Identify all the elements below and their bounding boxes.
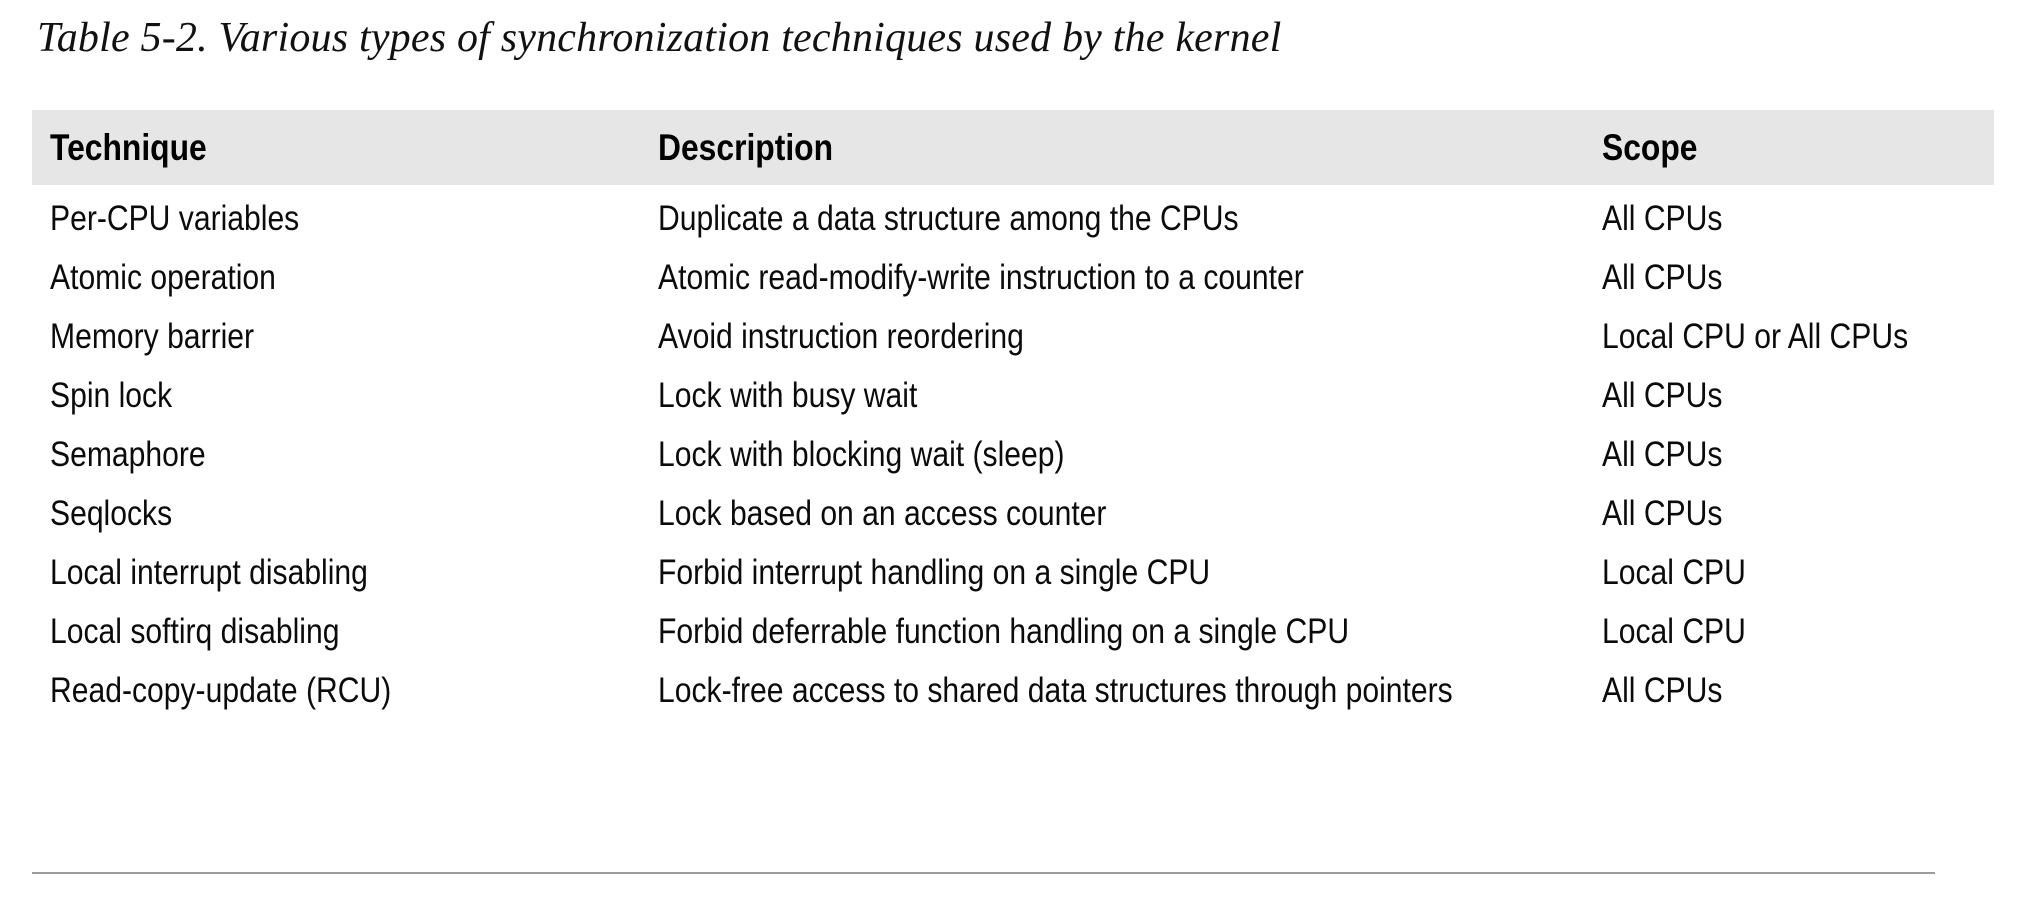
cell-description: Forbid deferrable function handling on a… <box>658 612 1350 651</box>
cell-technique: Local interrupt disabling <box>50 553 368 592</box>
column-header-technique: Technique <box>50 127 207 168</box>
cell-technique: Memory barrier <box>50 317 255 356</box>
table-row: Semaphore Lock with blocking wait (sleep… <box>32 425 1994 484</box>
column-header-scope: Scope <box>1602 127 1698 168</box>
column-header-description: Description <box>658 127 834 168</box>
cell-scope: All CPUs <box>1602 671 1723 710</box>
cell-scope: All CPUs <box>1602 376 1723 415</box>
cell-technique: Semaphore <box>50 435 206 474</box>
table-row: Atomic operation Atomic read-modify-writ… <box>32 248 1994 307</box>
cell-technique: Spin lock <box>50 376 173 415</box>
cell-description: Duplicate a data structure among the CPU… <box>658 199 1239 238</box>
cell-description: Lock with blocking wait (sleep) <box>658 435 1065 474</box>
cell-description: Forbid interrupt handling on a single CP… <box>658 553 1211 592</box>
table-row: Spin lock Lock with busy wait All CPUs <box>32 366 1994 425</box>
table-row: Memory barrier Avoid instruction reorder… <box>32 307 1994 366</box>
cell-scope: All CPUs <box>1602 258 1723 297</box>
table-row: Seqlocks Lock based on an access counter… <box>32 484 1994 543</box>
cell-scope: All CPUs <box>1602 494 1723 533</box>
cell-description: Avoid instruction reordering <box>658 317 1024 356</box>
cell-technique: Atomic operation <box>50 258 276 297</box>
table-row: Local interrupt disabling Forbid interru… <box>32 543 1994 602</box>
cell-scope: Local CPU <box>1602 553 1746 592</box>
table-row: Local softirq disabling Forbid deferrabl… <box>32 602 1994 661</box>
cell-scope: All CPUs <box>1602 199 1723 238</box>
cell-scope: Local CPU or All CPUs <box>1602 317 1909 356</box>
cell-description: Atomic read-modify-write instruction to … <box>658 258 1304 297</box>
cell-description: Lock based on an access counter <box>658 494 1107 533</box>
table-caption: Table 5-2. Various types of synchronizat… <box>37 15 1282 61</box>
table-bottom-rule <box>32 872 1935 874</box>
cell-scope: Local CPU <box>1602 612 1746 651</box>
cell-description: Lock with busy wait <box>658 376 918 415</box>
table-row: Per-CPU variables Duplicate a data struc… <box>32 189 1994 248</box>
cell-technique: Read-copy-update (RCU) <box>50 671 392 710</box>
cell-technique: Per-CPU variables <box>50 199 300 238</box>
cell-technique: Local softirq disabling <box>50 612 340 651</box>
cell-technique: Seqlocks <box>50 494 173 533</box>
cell-scope: All CPUs <box>1602 435 1723 474</box>
table-row: Read-copy-update (RCU) Lock-free access … <box>32 661 1994 720</box>
table-header-background <box>32 110 1994 185</box>
cell-description: Lock-free access to shared data structur… <box>658 671 1453 710</box>
table-header-row: Technique Description Scope <box>32 110 1994 185</box>
